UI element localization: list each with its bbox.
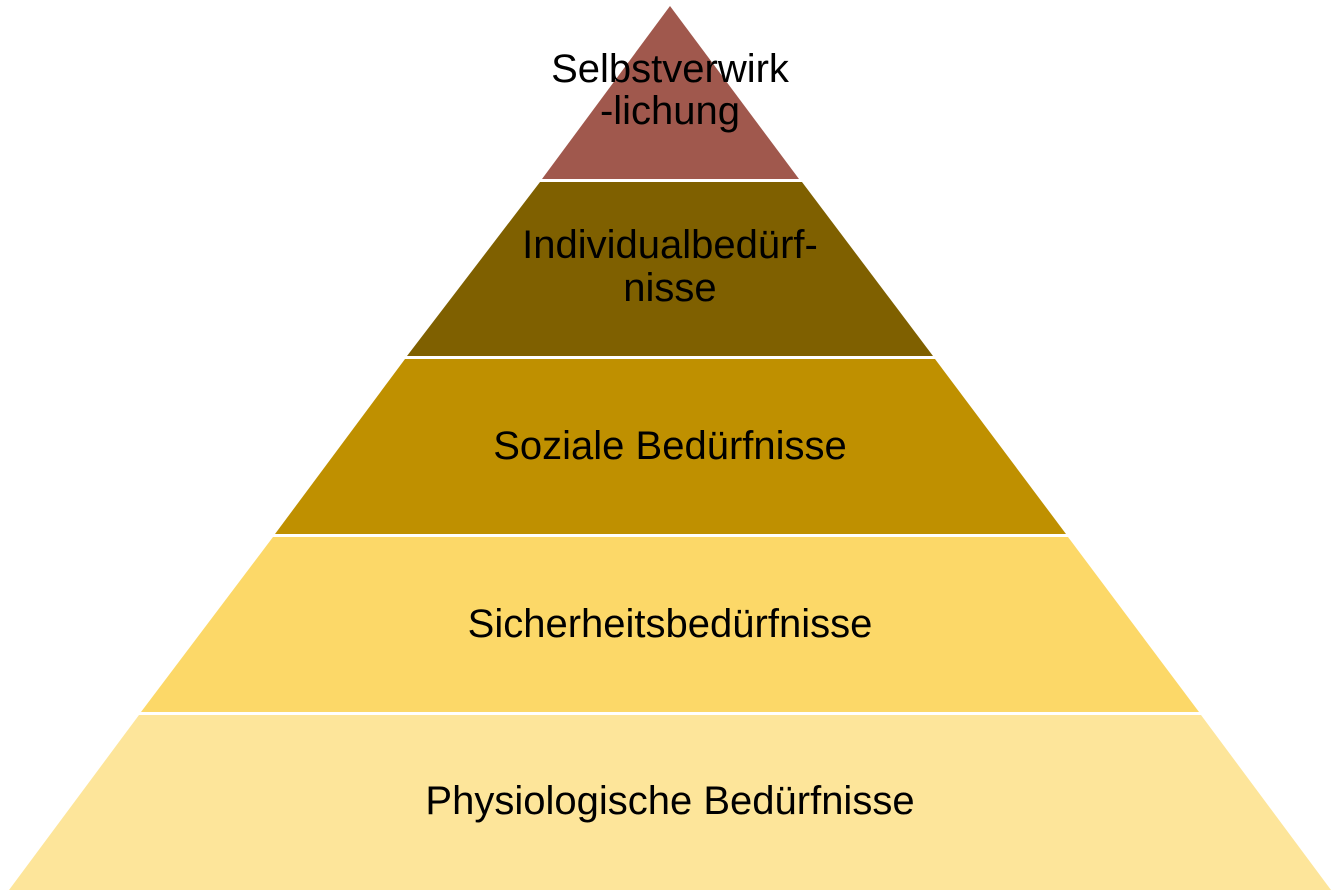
pyramid-tier-shape <box>9 715 1331 890</box>
pyramid-level-physiological-needs: Physiologische Bedürfnisse <box>9 715 1331 890</box>
tier-label: Physiologische Bedürfnisse <box>425 779 914 823</box>
pyramid-tier-shape <box>542 6 799 179</box>
tier-label: Soziale Bedürfnisse <box>493 424 847 468</box>
pyramid-level-individual-needs: Individualbedürf- nisse <box>407 182 933 356</box>
tier-label: Selbstverwirk <box>551 47 790 91</box>
pyramid-level-social-needs: Soziale Bedürfnisse <box>275 359 1066 534</box>
tier-label: Sicherheitsbedürfnisse <box>468 602 873 646</box>
tier-label: -lichung <box>600 89 740 133</box>
pyramid-level-safety-needs: Sicherheitsbedürfnisse <box>141 537 1199 712</box>
tier-label: Individualbedürf- <box>522 223 818 267</box>
pyramid-tier-shape <box>141 537 1199 712</box>
pyramid-tier-shape <box>275 359 1066 534</box>
tier-label: nisse <box>623 266 716 310</box>
pyramid-tier-shape <box>407 182 933 356</box>
pyramid-level-self-actualization: Selbstverwirk -lichung <box>542 6 799 179</box>
